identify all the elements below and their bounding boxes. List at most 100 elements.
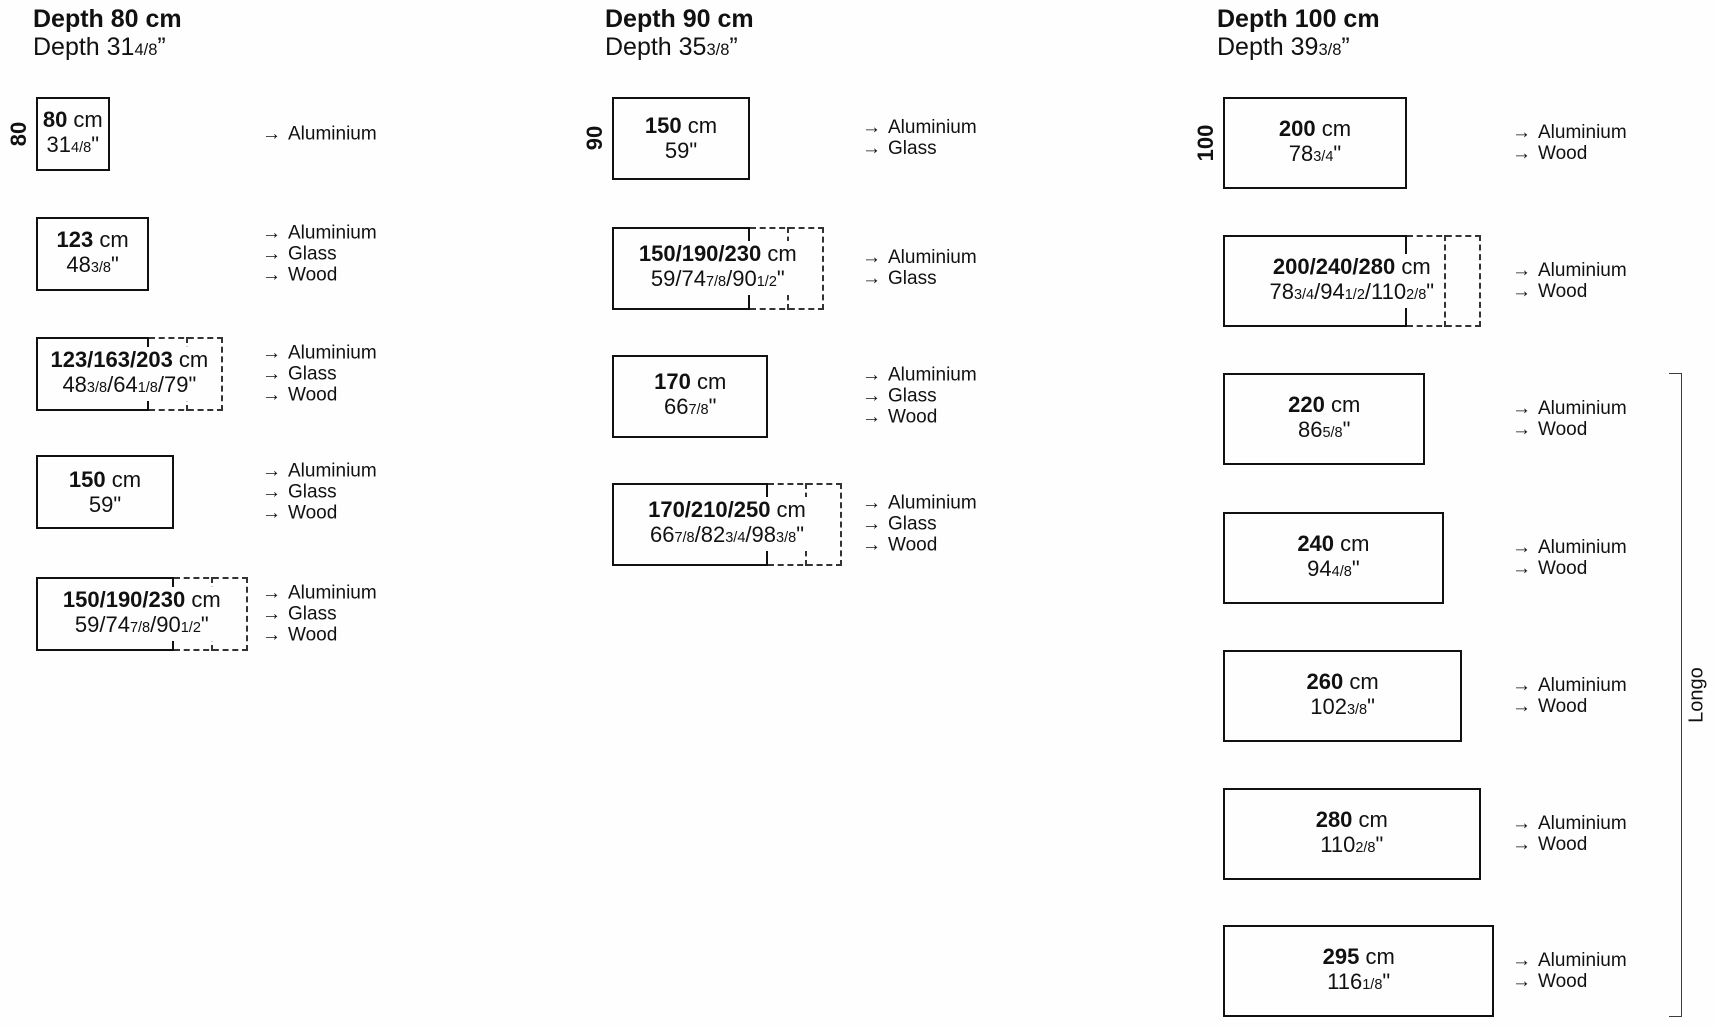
material-item: →Wood <box>1512 558 1627 579</box>
material-item: →Wood <box>1512 143 1627 164</box>
fraction-text: 3/8 <box>776 530 797 547</box>
arrow-right-icon: → <box>262 582 281 604</box>
material-item: → Glass <box>262 603 377 624</box>
size-inches-text: 1023/8" <box>1306 694 1379 723</box>
size-cm-line: 280 cm <box>1223 807 1481 832</box>
size-cm-value: 150 <box>68 466 106 492</box>
material-item: →Aluminium <box>1512 537 1627 558</box>
material-item: →Glass <box>262 243 377 264</box>
arrow-right-icon: → <box>1512 537 1531 558</box>
material-item: →Aluminium <box>262 123 377 144</box>
materials-list: →Aluminium→Glass→Wood <box>262 222 377 285</box>
size-cm-line: 200 cm <box>1223 116 1407 141</box>
size-cm-line: 240 cm <box>1223 531 1444 556</box>
size-cm-line: 170 cm <box>612 369 768 395</box>
arrow-right-icon: → <box>262 222 281 244</box>
material-item: →Wood <box>262 624 377 645</box>
arrow-right-icon: → <box>1512 950 1531 971</box>
size-cm-value: 170/210/250 <box>648 497 771 523</box>
arrow-right-icon: → <box>262 123 281 145</box>
size-cm-text: 150/190/230 cm <box>634 241 801 267</box>
materials-list: →Aluminium→Wood <box>1512 122 1627 164</box>
arrow-right-icon: → <box>1512 834 1531 855</box>
table-outline <box>36 455 174 529</box>
materials-list: →Aluminium→Wood <box>1512 675 1627 717</box>
size-cm-line: 220 cm <box>1223 392 1425 417</box>
arrow-right-icon: → <box>862 492 881 514</box>
material-name: Glass <box>288 603 337 625</box>
material-item: →Aluminium <box>262 582 377 603</box>
arrow-right-icon: → <box>262 363 281 385</box>
material-item: →Aluminium <box>1512 260 1627 281</box>
size-cm-text: 170 cm <box>650 369 731 395</box>
size-inches-line: 483/8" <box>36 251 149 281</box>
size-cm-text: 150 cm <box>64 466 146 492</box>
material-item: →Aluminium <box>1512 813 1627 834</box>
size-cm-value: 170 <box>654 369 691 395</box>
size-cm-text: 280 cm <box>1311 807 1392 832</box>
size-cm-value: 200/240/280 <box>1272 254 1396 279</box>
size-cm-value: 123/163/203 <box>50 346 173 372</box>
material-item: →Aluminium <box>1512 950 1627 971</box>
size-inches-line: 667/8/823/4/983/8" <box>612 522 842 552</box>
arrow-right-icon: → <box>262 264 281 286</box>
cm-unit-label: cm <box>681 113 718 139</box>
arrow-right-icon: → <box>862 247 881 269</box>
arrow-right-icon: → <box>862 513 881 535</box>
size-cm-line: 123/163/203 cm <box>36 346 223 372</box>
material-item: →Aluminium <box>262 460 377 481</box>
material-name: Wood <box>288 384 338 406</box>
material-name: Wood <box>888 534 938 556</box>
arrow-right-icon: → <box>1512 696 1531 717</box>
size-inches-line: 1102/8" <box>1223 832 1481 861</box>
size-cm-value: 280 <box>1315 807 1353 832</box>
size-cm-text: 150 cm <box>640 113 722 139</box>
cm-unit-label: cm <box>690 369 727 395</box>
arrow-right-icon: → <box>1512 122 1531 143</box>
cm-unit-label: cm <box>1334 531 1370 556</box>
size-inches-line: 59/747/8/901/2" <box>36 611 248 641</box>
material-item: → Aluminium <box>262 222 377 243</box>
cm-unit-label: cm <box>770 497 806 523</box>
fraction-text: 3/4 <box>725 530 746 547</box>
cm-unit-label: cm <box>1395 254 1431 279</box>
material-name: Glass <box>888 513 937 535</box>
arrow-right-icon: → <box>262 384 281 406</box>
size-cm-text: 220 cm <box>1284 392 1365 417</box>
material-name: Aluminium <box>888 117 977 139</box>
material-name: Wood <box>1538 419 1588 440</box>
material-name: Aluminium <box>288 222 377 244</box>
arrow-right-icon: → <box>262 603 281 625</box>
material-item: →Aluminium <box>1512 122 1627 143</box>
size-inches-text: 483/8/641/8/79" <box>58 371 201 401</box>
materials-list: →Aluminium→ Glass→Wood <box>262 582 377 645</box>
material-item: →Glass <box>862 268 977 289</box>
materials-list: →Aluminium→Wood <box>1512 398 1627 440</box>
fraction-text: 7/8 <box>674 530 695 547</box>
cm-unit-label: cm <box>67 106 103 132</box>
materials-list: →Aluminium→Glass→Wood <box>862 493 977 556</box>
material-name: Wood <box>1538 834 1588 855</box>
column-subtitle: Depth 353/8” <box>605 33 738 61</box>
material-name: Glass <box>888 385 937 407</box>
table-outline <box>1223 788 1481 880</box>
size-cm-line: 295 cm <box>1223 944 1494 969</box>
material-item: →Aluminium <box>862 247 977 268</box>
size-cm-line: 150/190/230 cm <box>612 241 824 267</box>
arrow-right-icon: → <box>862 364 881 386</box>
material-item: →Wood <box>262 502 377 523</box>
table-outline <box>1223 97 1407 189</box>
arrow-right-icon: → <box>862 138 881 160</box>
materials-list: →Aluminium→Glass→Wood <box>262 342 377 405</box>
material-name: Aluminium <box>1538 813 1627 834</box>
material-name: Wood <box>1538 971 1588 992</box>
